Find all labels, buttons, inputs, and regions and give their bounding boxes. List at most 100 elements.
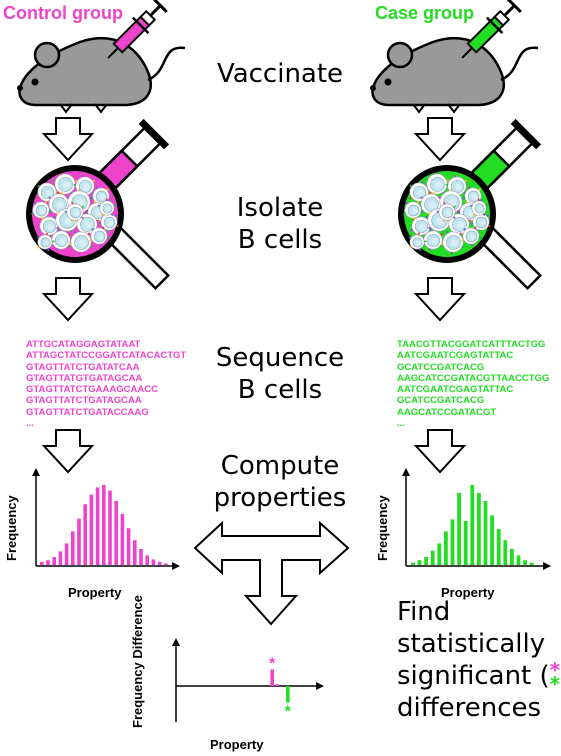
antibody-tick bbox=[463, 227, 467, 231]
antibody-tick bbox=[420, 196, 424, 199]
cell-nucleus bbox=[455, 183, 462, 191]
histogram-bar bbox=[126, 528, 131, 565]
antibody-tick bbox=[409, 184, 413, 188]
case-ylabel: Frequency bbox=[375, 495, 390, 561]
sequence-line: GCATCCGATCACG bbox=[397, 395, 485, 407]
sequence-line: TAACGTTACGGATCATTTACTGG bbox=[397, 339, 546, 350]
cell-nucleus bbox=[105, 206, 112, 212]
significance-star-mark: * bbox=[285, 704, 292, 721]
antibody-tick bbox=[115, 224, 119, 228]
antibody-tick bbox=[412, 216, 416, 220]
control-histogram-bars bbox=[40, 485, 168, 565]
antibody-tick bbox=[113, 204, 117, 207]
case-cell-cluster-icon bbox=[403, 171, 491, 255]
antibody-tick bbox=[429, 228, 432, 232]
antibody-tick bbox=[469, 204, 473, 207]
histogram-bar bbox=[417, 560, 422, 565]
antibody-tick bbox=[48, 211, 52, 214]
case-arrow-down-3 bbox=[413, 429, 467, 474]
cell-nucleus bbox=[428, 201, 437, 209]
control-xlabel: Property bbox=[68, 585, 122, 600]
cell-nucleus bbox=[469, 234, 476, 240]
histogram-bar bbox=[457, 493, 461, 565]
cell-nucleus bbox=[83, 183, 90, 191]
histogram-bar bbox=[77, 518, 81, 565]
antibody-tick bbox=[464, 179, 468, 183]
histogram-bar bbox=[450, 519, 455, 565]
antibody-tick bbox=[46, 248, 50, 252]
antibody-tick bbox=[465, 200, 468, 204]
antibody-tick bbox=[106, 188, 110, 192]
step-vaccinate-label: Vaccinate bbox=[216, 59, 344, 89]
cell-nucleus bbox=[73, 210, 80, 216]
antibody-tick bbox=[428, 191, 432, 195]
antibody-tick bbox=[446, 180, 450, 183]
sequence-line: GTAGTTATCTGATATCAA bbox=[26, 361, 140, 373]
antibody-tick bbox=[74, 180, 78, 183]
cell-nucleus bbox=[431, 237, 438, 245]
antibody-tick bbox=[53, 178, 56, 182]
antibody-tick bbox=[410, 228, 414, 232]
antibody-tick bbox=[70, 219, 74, 223]
antibody-tick bbox=[446, 230, 449, 234]
histogram-bar bbox=[157, 561, 162, 565]
sequence-line: ATTGCATAGGAGTATAAT bbox=[26, 339, 141, 350]
antibody-tick bbox=[67, 245, 71, 248]
cell-nucleus bbox=[479, 220, 486, 226]
antibody-tick bbox=[468, 219, 472, 222]
histogram-bar bbox=[151, 559, 156, 565]
histogram-bar bbox=[437, 543, 442, 565]
antibody-tick bbox=[443, 201, 446, 205]
antibody-tick bbox=[56, 226, 59, 230]
cell-nucleus bbox=[445, 210, 452, 216]
antibody-tick bbox=[461, 238, 465, 242]
antibody-tick bbox=[425, 178, 428, 182]
antibody-tick bbox=[89, 245, 93, 248]
antibody-tick bbox=[66, 196, 69, 200]
cell-nucleus bbox=[477, 206, 484, 212]
control-syringe-icon bbox=[107, 0, 168, 59]
cell-nucleus bbox=[39, 208, 46, 214]
antibody-tick bbox=[87, 232, 91, 236]
antibody-tick bbox=[114, 213, 117, 217]
histogram-bar bbox=[58, 551, 63, 565]
antibody-tick bbox=[467, 186, 471, 190]
sequence-line: ATTAGCTATCCGGATCATACACTGT bbox=[26, 350, 187, 362]
significance-star-mark: * bbox=[269, 656, 276, 673]
cell-nucleus bbox=[78, 239, 87, 247]
histogram-bar bbox=[444, 531, 448, 565]
antibody-tick bbox=[68, 233, 72, 236]
cell-nucleus bbox=[95, 209, 102, 217]
cell-nucleus bbox=[99, 194, 106, 200]
difference-bar bbox=[275, 684, 280, 686]
antibody-tick bbox=[486, 213, 489, 217]
antibody-tick bbox=[100, 213, 104, 217]
significance-star-control: * bbox=[549, 658, 561, 682]
find-differences-label: Find statistically significant (**) diff… bbox=[397, 597, 561, 723]
cell-nucleus bbox=[45, 189, 52, 197]
antibody-tick bbox=[89, 197, 93, 200]
control-arrow-down-2 bbox=[41, 277, 95, 322]
histogram-bar bbox=[95, 487, 100, 565]
control-arrow-down-1 bbox=[41, 117, 95, 162]
antibody-tick bbox=[36, 236, 40, 240]
cell-nucleus bbox=[415, 240, 422, 246]
case-mouse-icon bbox=[370, 36, 539, 114]
cell-nucleus bbox=[456, 221, 465, 229]
antibody-tick bbox=[472, 213, 476, 217]
antibody-tick bbox=[37, 245, 41, 249]
histogram-bar bbox=[523, 560, 527, 565]
antibody-tick bbox=[80, 216, 84, 220]
cell-nucleus bbox=[471, 194, 478, 200]
histogram-bar bbox=[411, 562, 415, 565]
control-mouse-icon bbox=[17, 36, 186, 114]
antibody-tick bbox=[52, 215, 56, 219]
antibody-tick bbox=[102, 226, 105, 230]
antibody-tick bbox=[96, 219, 100, 222]
antibody-tick bbox=[56, 191, 60, 195]
difference-chart-axes bbox=[172, 638, 324, 722]
difference-bar bbox=[286, 686, 290, 703]
histogram-bar bbox=[133, 540, 137, 565]
antibody-tick bbox=[459, 232, 463, 236]
antibody-tick bbox=[453, 205, 457, 209]
